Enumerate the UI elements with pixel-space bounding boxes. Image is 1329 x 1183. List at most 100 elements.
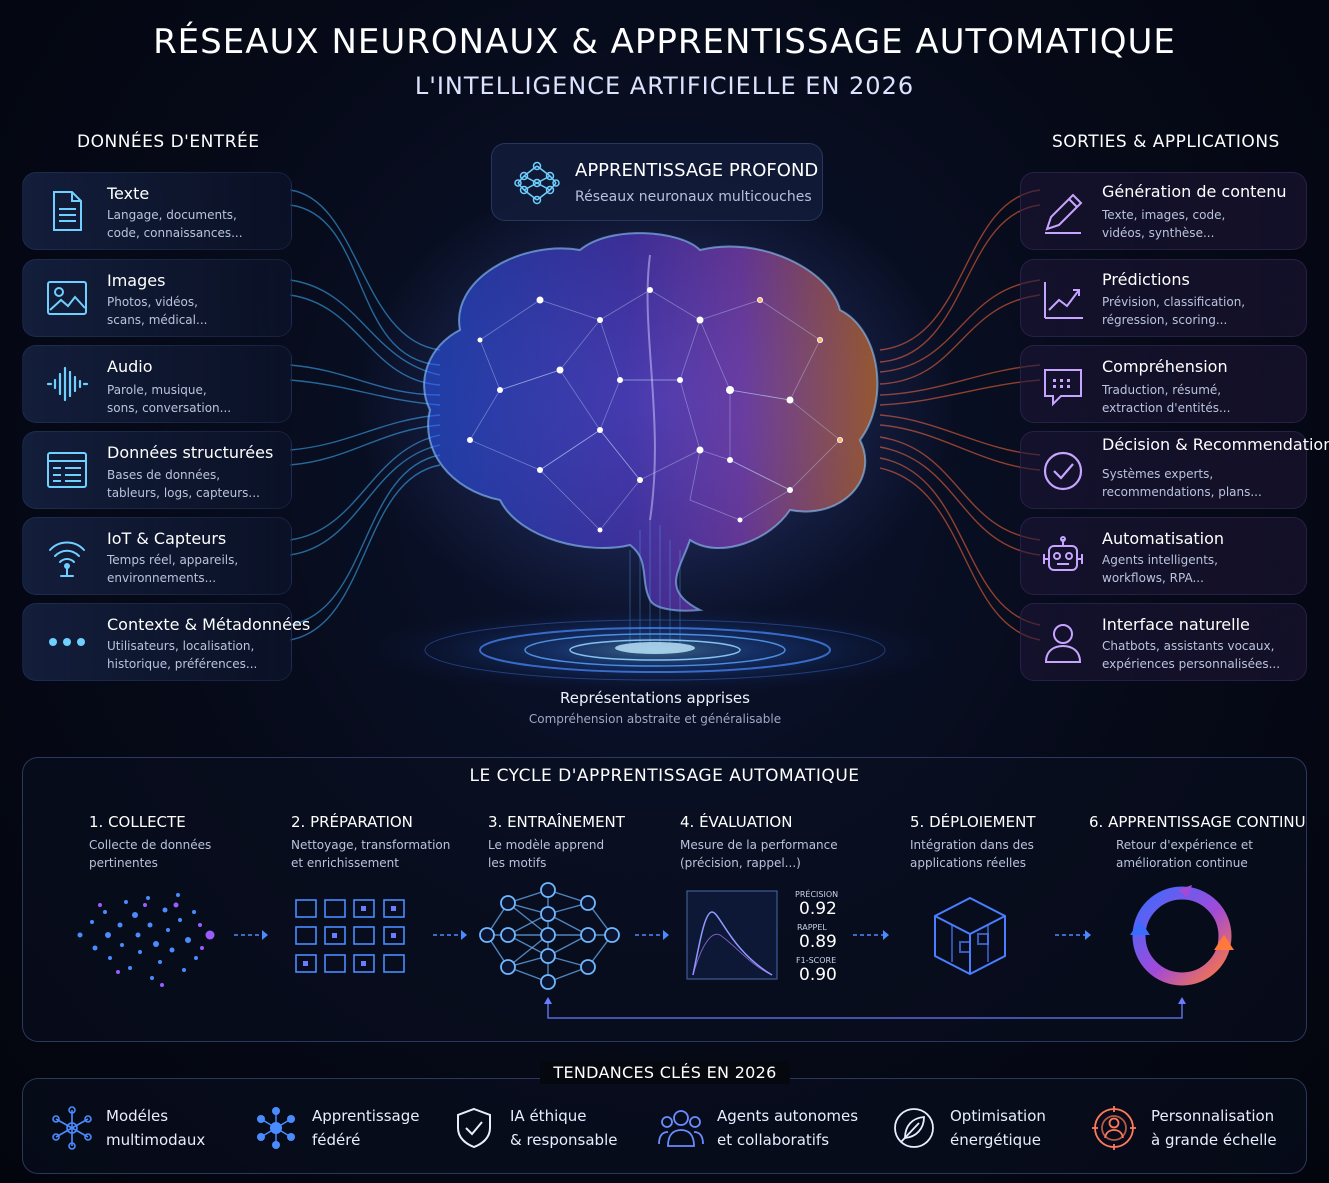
input-desc-line1: Bases de données,	[107, 468, 221, 482]
input-title: Données structurées	[107, 443, 274, 462]
metric-value: 0.90	[799, 965, 837, 985]
step-desc-line1: Nettoyage, transformation	[291, 838, 451, 852]
pen-icon	[1045, 193, 1083, 234]
output-desc-line1: Systèmes experts,	[1102, 467, 1214, 481]
input-desc-line2: scans, médical...	[107, 313, 208, 327]
metric-value: 0.89	[799, 932, 837, 952]
image-icon	[47, 281, 87, 315]
output-title: Décision & Recommendation	[1102, 435, 1329, 454]
step-desc-line1: Mesure de la performance	[680, 838, 838, 852]
input-card-context: Contexte & Métadonnées Utilisateurs, loc…	[22, 603, 310, 681]
output-desc-line1: Prévision, classification,	[1102, 295, 1246, 309]
representations-title: Représentations apprises	[560, 689, 750, 707]
target-user-icon	[1092, 1106, 1136, 1150]
output-desc-line2: recommendations, plans...	[1102, 485, 1262, 499]
trend-line1: Agents autonomes	[717, 1107, 859, 1125]
output-title: Génération de contenu	[1102, 182, 1287, 201]
metric-label: RAPPEL	[797, 923, 827, 932]
trend-line1: Personnalisation	[1151, 1107, 1275, 1125]
input-title: IoT & Capteurs	[107, 529, 227, 548]
trend-line2: multimodaux	[106, 1131, 206, 1149]
user-icon	[1044, 624, 1082, 663]
input-card-audio: Audio Parole, musique, sons, conversatio…	[22, 345, 292, 423]
output-card-comprehension: Compréhension Traduction, résumé, extrac…	[1020, 345, 1307, 423]
trend-line1: Optimisation	[950, 1107, 1046, 1125]
step-desc-line2: pertinentes	[89, 856, 158, 870]
input-title: Audio	[107, 357, 153, 376]
output-desc-line2: vidéos, synthèse...	[1102, 226, 1215, 240]
input-desc-line2: tableurs, logs, capteurs...	[107, 486, 260, 500]
trend-line2: à grande échelle	[1151, 1131, 1277, 1149]
output-desc-line2: workflows, RPA...	[1102, 571, 1204, 585]
brain-illustration	[423, 232, 879, 612]
step-desc-line2: les motifs	[488, 856, 547, 870]
chat-bubble-icon	[1044, 369, 1082, 407]
step-desc-line1: Intégration dans des	[910, 838, 1034, 852]
output-card-automation: Automatisation Agents intelligents, work…	[1020, 517, 1307, 595]
document-icon	[53, 191, 82, 231]
representations-subtitle: Compréhension abstraite et généralisable	[528, 712, 782, 726]
step-desc-line1: Collecte de données	[89, 838, 212, 852]
robot-icon	[1043, 536, 1083, 571]
output-title: Automatisation	[1102, 529, 1225, 548]
checkmark-circle-icon	[1043, 451, 1083, 491]
input-desc-line1: Langage, documents,	[107, 208, 237, 222]
trend-line1: IA éthique	[510, 1107, 587, 1125]
input-card-text: Texte Langage, documents, code, connaiss…	[22, 172, 292, 250]
output-card-natural-interface: Interface naturelle Chatbots, assistants…	[1020, 603, 1307, 681]
output-desc-line1: Agents intelligents,	[1102, 553, 1218, 567]
input-desc-line1: Utilisateurs, localisation,	[107, 639, 255, 653]
inputs-title: DONNÉES D'ENTRÉE	[77, 132, 260, 152]
people-group-icon	[658, 1110, 704, 1147]
deep-learning-box: APPRENTISSAGE PROFOND Réseaux neuronaux …	[491, 143, 823, 221]
deep-learning-subtitle: Réseaux neuronaux multicouches	[575, 189, 812, 205]
step-title-collect: 1. COLLECTE	[89, 813, 186, 831]
step-title-evaluation: 4. ÉVALUATION	[680, 813, 793, 831]
output-desc-line1: Traduction, résumé,	[1102, 383, 1222, 397]
metric-label: F1-SCORE	[796, 956, 837, 965]
input-title: Contexte & Métadonnées	[107, 615, 311, 634]
trend-chart-icon	[1044, 282, 1083, 319]
metric-value: 0.92	[799, 899, 837, 919]
deep-learning-title: APPRENTISSAGE PROFOND	[575, 160, 819, 181]
output-card-predictions: Prédictions Prévision, classification, r…	[1020, 259, 1307, 337]
step-title-continuous-learning: 6. APPRENTISSAGE CONTINU	[1089, 813, 1306, 831]
hologram-podium	[355, 605, 955, 695]
page-title: RÉSEAUX NEURONAUX & APPRENTISSAGE AUTOMA…	[153, 22, 1176, 62]
table-icon	[47, 452, 87, 488]
step-desc-line2: (précision, rappel...)	[680, 856, 801, 870]
network-nodes-icon	[514, 161, 560, 205]
ml-cycle-panel	[22, 757, 1307, 1042]
output-title: Interface naturelle	[1102, 615, 1250, 634]
output-title: Prédictions	[1102, 270, 1190, 289]
trends-title: TENDANCES CLÉS EN 2026	[540, 1061, 790, 1084]
input-desc-line1: Temps réel, appareils,	[107, 553, 239, 567]
connections-and-brain	[289, 170, 1041, 695]
step-title-preparation: 2. PRÉPARATION	[291, 813, 413, 831]
output-desc-line2: régression, scoring...	[1102, 313, 1228, 327]
output-desc-line2: expériences personnalisées...	[1102, 657, 1281, 671]
step-desc-line1: Retour d'expérience et	[1116, 838, 1253, 852]
input-card-images: Images Photos, vidéos, scans, médical...	[22, 259, 292, 337]
input-desc-line1: Parole, musique,	[107, 383, 207, 397]
network-nodes-icon	[52, 1106, 92, 1150]
trend-line1: Apprentissage	[312, 1107, 420, 1125]
leaf-icon	[894, 1108, 934, 1148]
input-desc-line1: Photos, vidéos,	[107, 295, 198, 309]
step-desc-line1: Le modèle apprend	[488, 838, 605, 852]
input-card-structured-data: Données structurées Bases de données, ta…	[22, 431, 292, 509]
output-desc-line2: extraction d'entités...	[1102, 401, 1231, 415]
input-desc-line2: sons, conversation...	[107, 401, 232, 415]
trend-line1: Modéles	[106, 1107, 169, 1125]
output-title: Compréhension	[1102, 357, 1228, 376]
input-title: Texte	[107, 184, 150, 203]
output-desc-line1: Texte, images, code,	[1102, 208, 1226, 222]
trend-line2: & responsable	[510, 1131, 618, 1149]
input-title: Images	[107, 271, 166, 290]
step-desc-line2: amélioration continue	[1116, 856, 1248, 870]
input-desc-line2: code, connaissances...	[107, 226, 243, 240]
wireless-sensor-icon	[49, 541, 85, 577]
dots-icon	[49, 638, 85, 646]
outputs-title: SORTIES & APPLICATIONS	[1052, 132, 1280, 152]
ml-cycle-title: LE CYCLE D'APPRENTISSAGE AUTOMATIQUE	[469, 766, 860, 786]
